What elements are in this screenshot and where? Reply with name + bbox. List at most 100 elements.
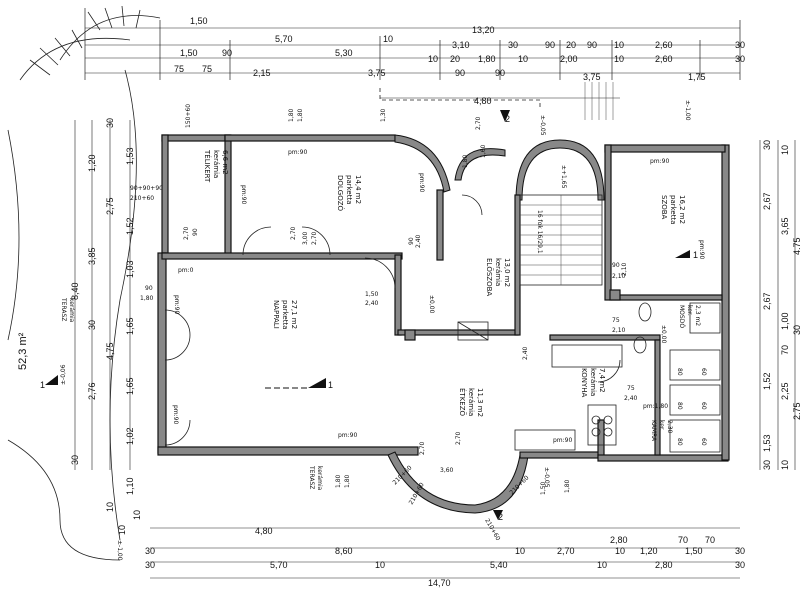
opening-label: 1,80 xyxy=(462,154,469,168)
top-dim-label: 2,15 xyxy=(253,68,271,78)
top-dim-label: 30 xyxy=(735,40,745,50)
room-floor-dolgozo: parketta xyxy=(345,175,353,205)
window-label: pm:90 xyxy=(698,240,705,259)
top-dimension-lines: 1,50 13,20 5,70 10 3,10 30 90 20 90 10 2… xyxy=(84,8,745,106)
left-dim-label: 8,40 xyxy=(70,282,80,300)
bottom-dim-label: 30 xyxy=(145,560,155,570)
window-label: pm:90 xyxy=(240,185,247,204)
bottom-dim-label: 30 xyxy=(145,546,155,556)
left-dim-label: 1,03 xyxy=(125,260,135,278)
right-dim-label: 3,65 xyxy=(780,217,790,235)
section-arrow-icon xyxy=(308,378,326,388)
bottom-dim-label: 2,80 xyxy=(655,560,673,570)
fixtures xyxy=(457,302,721,453)
bottom-dim-label: 1,20 xyxy=(640,546,658,556)
room-area-szoba: 16,2 m2 xyxy=(678,195,686,224)
right-dim-label: 1,52 xyxy=(762,372,772,390)
opening-label: 210+60 xyxy=(130,195,154,202)
window-label: pm:0 xyxy=(178,267,194,274)
bottom-dim-label: 4,80 xyxy=(255,526,273,536)
stair-label: 16 fok 16/29,1 xyxy=(536,210,543,254)
opening-label: 2,10 xyxy=(612,327,626,334)
top-dim-label: 75 xyxy=(174,64,184,74)
opening-label: 150+60 xyxy=(185,104,192,128)
misc-label: 80 xyxy=(676,402,683,410)
outer-spiral-stair xyxy=(19,5,161,81)
opening-label: 1,50 xyxy=(365,291,379,298)
window-label: pm:90 xyxy=(650,158,669,165)
bottom-dim-label: 10 xyxy=(375,560,385,570)
left-dim-label: 30 xyxy=(105,118,115,128)
opening-label: 1,30 xyxy=(380,108,387,122)
room-area-dolgozo: 14,4 m2 xyxy=(354,175,362,204)
right-dimension-lines: 2,67 3,65 4,75 2,67 1,00 70 1,52 2,25 2,… xyxy=(759,140,800,470)
right-dim-label: 1,53 xyxy=(762,434,772,452)
left-dim-label: 1,02 xyxy=(125,427,135,445)
section-mark: 1 xyxy=(40,380,45,390)
room-area-kamra: 2,30 xyxy=(666,420,673,434)
top-dim-label: 20 xyxy=(450,54,460,64)
right-dim-label: 10 xyxy=(780,460,790,470)
level-outer: ±-0,06 xyxy=(60,364,67,385)
bottom-dim-label: 14,70 xyxy=(428,578,451,588)
opening-label: 2,40 xyxy=(624,395,638,402)
section-arrow-icon xyxy=(493,510,503,520)
room-floor-terasz-bottom: kerámia xyxy=(316,466,323,491)
left-dim-label: 4,75 xyxy=(105,342,115,360)
left-dim-label: 10 xyxy=(132,510,142,520)
right-dim-label: 2,75 xyxy=(792,402,800,420)
wc-bowl xyxy=(638,302,652,322)
sink xyxy=(633,336,647,354)
opening-label: 1,60 xyxy=(480,144,487,158)
top-dim-label: 1,75 xyxy=(688,72,706,82)
room-floor-mosdo: ker. xyxy=(686,305,693,316)
opening-label: 2,40 xyxy=(522,346,529,360)
bottom-dim-label: 30 xyxy=(735,546,745,556)
left-dim-label: 30 xyxy=(70,455,80,465)
opening-label: 1,80 xyxy=(288,108,295,122)
window-label: pm:90 xyxy=(553,437,572,444)
top-dim-label: 10 xyxy=(428,54,438,64)
section-markers: 1 1 2 2 xyxy=(265,110,698,522)
opening-label: 1,50 xyxy=(540,481,547,495)
room-name-eloszoba: ELŐSZOBA xyxy=(485,258,494,296)
top-dim-label: 5,30 xyxy=(335,48,353,58)
left-dim-label: 1,10 xyxy=(125,477,135,495)
left-dim-label: 1,53 xyxy=(125,147,135,165)
bottom-dim-label: 2,80 xyxy=(610,535,628,545)
top-dim-label: 13,20 xyxy=(472,25,495,35)
left-dim-label: 1,52 xyxy=(125,217,135,235)
room-area-mosdo: 2,3 m2 xyxy=(694,305,701,326)
bottom-dim-label: 5,70 xyxy=(270,560,288,570)
top-dim-label: 2,60 xyxy=(655,40,673,50)
room-name-terasz-bottom: TERASZ xyxy=(308,465,315,489)
top-dim-label: 30 xyxy=(508,40,518,50)
bottom-dimension-lines: 4,80 2,80 70 70 30 8,60 10 2,70 10 1,20 … xyxy=(145,526,745,588)
window-label: pm:1,80 xyxy=(643,403,668,410)
bottom-dim-label: 8,60 xyxy=(335,546,353,556)
section-mark: 2 xyxy=(498,512,503,522)
room-name-nappali: NAPPALI xyxy=(272,300,280,329)
room-floor-telikert: kerámia xyxy=(212,150,220,178)
right-dim-label: 10 xyxy=(780,145,790,155)
opening-label: 3,60 xyxy=(440,467,454,474)
level-mark: ±+1,65 xyxy=(560,165,567,189)
opening-label: 2,40 xyxy=(365,300,379,307)
top-dim-label: 10 xyxy=(614,40,624,50)
opening-label: 1,80 xyxy=(140,295,154,302)
doors xyxy=(164,194,621,446)
top-dim-label: 75 xyxy=(202,64,212,74)
left-dim-label: 1,65 xyxy=(125,377,135,395)
left-dimension-lines: 1,53 1,52 1,03 1,65 1,65 1,02 1,10 2,75 … xyxy=(70,118,142,535)
main-staircase: 16 fok 16/29,1 xyxy=(519,194,603,286)
opening-label: 2,40 xyxy=(415,234,422,248)
opening-label: 2,70 xyxy=(311,231,318,245)
room-floor-szoba: parketta xyxy=(669,195,677,225)
right-dim-label: 2,25 xyxy=(780,382,790,400)
right-dim-label: 30 xyxy=(762,140,772,150)
bottom-dim-label: 5,40 xyxy=(490,560,508,570)
area-label: 52,3 m² xyxy=(17,332,29,370)
room-area-etkezo: 11,3 m2 xyxy=(476,388,484,417)
bottom-dim-label: 10 xyxy=(597,560,607,570)
